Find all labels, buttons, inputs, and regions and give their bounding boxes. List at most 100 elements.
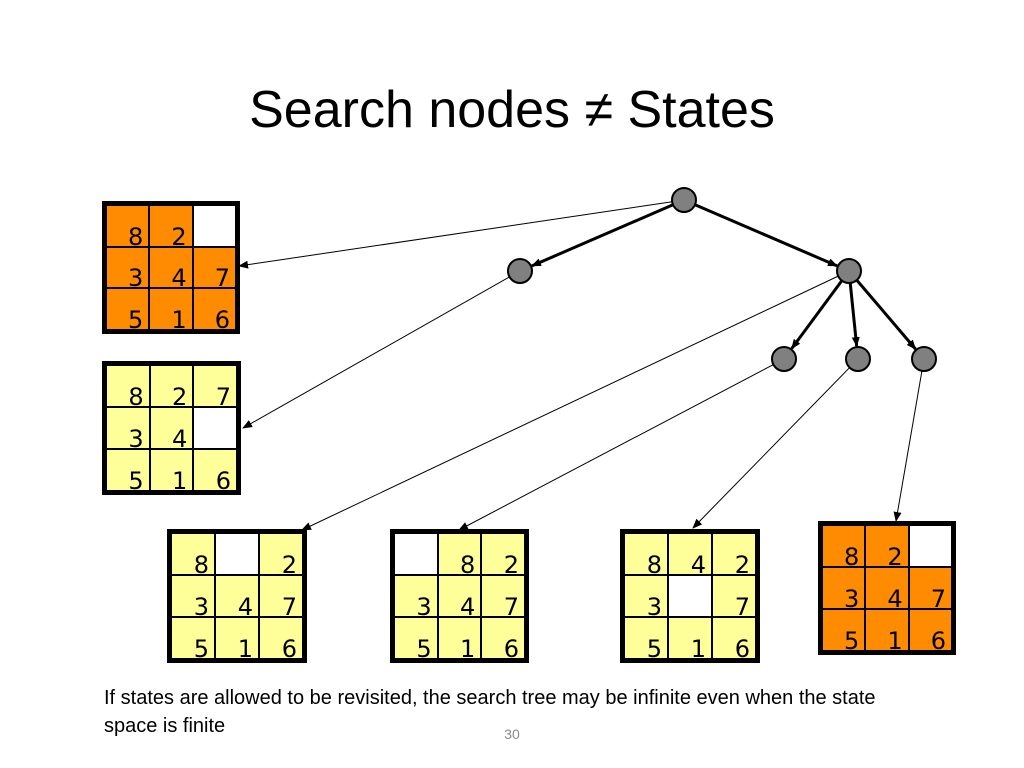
tile-number: 5 — [844, 627, 860, 655]
tile-number: 6 — [734, 635, 750, 663]
puzzle-tile: 2 — [481, 533, 525, 577]
tile-number: 6 — [215, 467, 231, 495]
tile-number: 2 — [171, 222, 187, 251]
tile-number: 2 — [172, 383, 188, 411]
puzzle-tile: 8 — [171, 533, 215, 579]
tile-number: 7 — [281, 593, 297, 621]
tile-number: 8 — [128, 222, 144, 251]
tile-number: 6 — [214, 305, 230, 334]
tile-number: 4 — [690, 551, 706, 579]
blank-tile — [908, 525, 952, 567]
tile-number: 2 — [281, 551, 297, 579]
state-link-right-child-to-board-3 — [301, 275, 839, 531]
page-number: 30 — [504, 726, 520, 742]
tile-number: 1 — [690, 635, 706, 663]
slide-caption: If states are allowed to be revisited, t… — [104, 687, 876, 737]
puzzle-tile: 3 — [106, 407, 150, 453]
tile-number: 3 — [128, 425, 144, 453]
puzzle-tile: 8 — [624, 533, 668, 579]
puzzle-tile: 3 — [394, 575, 438, 619]
tile-number: 3 — [128, 264, 144, 293]
puzzle-tile: 6 — [712, 617, 756, 663]
puzzle-tile: 4 — [668, 533, 712, 579]
puzzle-tile: 4 — [215, 575, 259, 621]
state-link-grandchild-2-to-board-5 — [692, 367, 850, 529]
puzzle-tile: 1 — [865, 609, 909, 655]
puzzle-tile: 6 — [192, 288, 236, 334]
puzzle-tile: 5 — [822, 609, 866, 655]
tree-node-grandchild-3 — [911, 346, 937, 372]
tile-number: 5 — [416, 635, 432, 663]
puzzle-tile: 7 — [481, 575, 525, 619]
puzzle-tile: 8 — [106, 205, 150, 251]
puzzle-tile: 7 — [192, 246, 236, 293]
tree-edge-root-to-right-child — [694, 203, 838, 268]
puzzle-tile: 7 — [259, 575, 303, 621]
puzzle-tile: 2 — [149, 365, 194, 411]
puzzle-tile: 4 — [865, 567, 909, 611]
puzzle-tile: 2 — [865, 525, 909, 571]
blank-tile — [192, 205, 236, 247]
puzzle-tile: 1 — [149, 449, 194, 495]
tile-number: 5 — [128, 467, 144, 495]
puzzle-tile: 6 — [481, 617, 525, 663]
puzzle-tile: 3 — [822, 567, 866, 613]
puzzle-tile: 2 — [149, 205, 193, 251]
tile-number: 2 — [734, 551, 750, 579]
tile-number: 3 — [844, 585, 860, 613]
tree-edge-right-child-to-grandchild-3 — [855, 279, 917, 351]
slide-title: Search nodes ≠ States — [249, 81, 775, 139]
tile-number: 6 — [281, 635, 297, 663]
tile-number: 5 — [193, 635, 209, 663]
puzzle-tile: 2 — [259, 533, 303, 579]
tile-number: 1 — [887, 627, 903, 655]
tree-node-root — [671, 187, 697, 213]
puzzle-tile: 5 — [106, 288, 150, 334]
puzzle-tile: 7 — [193, 365, 237, 411]
tree-edge-right-child-to-grandchild-1 — [790, 279, 844, 350]
tile-number: 8 — [460, 551, 476, 579]
puzzle-tile: 5 — [106, 449, 150, 495]
puzzle-tile: 6 — [193, 449, 237, 495]
tile-number: 1 — [460, 635, 476, 663]
tile-number: 4 — [172, 425, 188, 453]
tile-number: 4 — [460, 593, 476, 621]
tile-number: 4 — [237, 593, 253, 621]
tree-node-grandchild-1 — [771, 346, 797, 372]
tile-number: 6 — [503, 635, 519, 663]
tile-number: 3 — [193, 593, 209, 621]
tile-number: 4 — [171, 264, 187, 293]
tile-number: 7 — [214, 264, 230, 293]
puzzle-tile: 6 — [259, 617, 303, 663]
tile-number: 8 — [646, 551, 662, 579]
tree-node-left-child — [507, 258, 533, 284]
blank-tile — [668, 575, 712, 617]
puzzle-tile: 2 — [712, 533, 756, 579]
tile-number: 7 — [930, 585, 946, 613]
puzzle-tile: 1 — [668, 617, 712, 663]
state-link-grandchild-3-to-board-6 — [893, 370, 923, 522]
tile-number: 8 — [193, 551, 209, 579]
tree-node-grandchild-2 — [845, 346, 871, 372]
tile-number: 5 — [128, 305, 144, 334]
puzzle-tile: 1 — [215, 617, 259, 661]
tile-number: 2 — [887, 543, 903, 571]
tile-number: 3 — [646, 593, 662, 621]
puzzle-tile: 3 — [171, 575, 215, 621]
puzzle-tile: 4 — [149, 407, 194, 453]
tile-number: 8 — [844, 543, 860, 571]
puzzle-tile: 1 — [149, 288, 193, 332]
tile-number: 1 — [172, 467, 188, 495]
puzzle-tile: 4 — [437, 575, 482, 621]
blank-tile — [215, 533, 259, 575]
tree-edge-root-to-left-child — [531, 203, 674, 268]
tile-number: 7 — [215, 383, 231, 411]
puzzle-tile: 8 — [822, 525, 866, 571]
puzzle-tile: 7 — [712, 575, 756, 619]
